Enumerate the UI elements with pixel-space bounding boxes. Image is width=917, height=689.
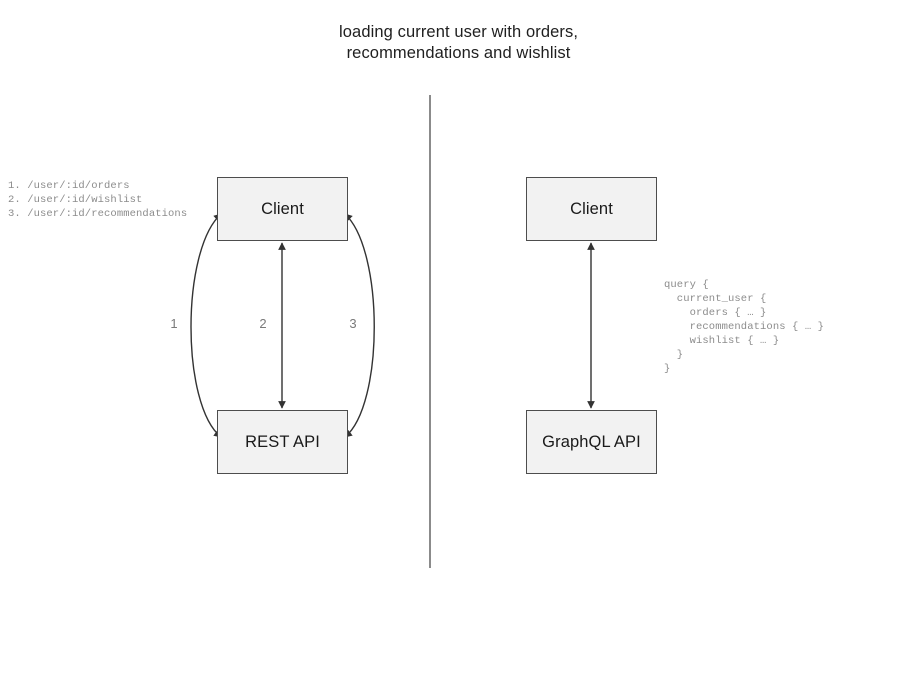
node-client-rest[interactable]: Client <box>217 177 348 241</box>
node-client-rest-label: Client <box>261 199 304 218</box>
edge-label-1: 1 <box>170 316 178 331</box>
edge-label-3: 3 <box>349 316 357 331</box>
node-client-graphql-label: Client <box>570 199 613 218</box>
node-graphql-api-label: GraphQL API <box>542 432 641 451</box>
edge-label-2: 2 <box>259 316 267 331</box>
node-client-graphql[interactable]: Client <box>526 177 657 241</box>
node-rest-api-label: REST API <box>245 432 320 451</box>
node-graphql-api[interactable]: GraphQL API <box>526 410 657 474</box>
rest-edge-1 <box>190 213 222 438</box>
rest-edge-3 <box>344 213 375 438</box>
graphql-query-snippet: query { current_user { orders { … } reco… <box>664 279 825 375</box>
node-rest-api[interactable]: REST API <box>217 410 348 474</box>
rest-endpoint-list: 1. /user/:id/orders 2. /user/:id/wishlis… <box>8 180 188 220</box>
page-title: loading current user with orders, recomm… <box>339 23 578 62</box>
